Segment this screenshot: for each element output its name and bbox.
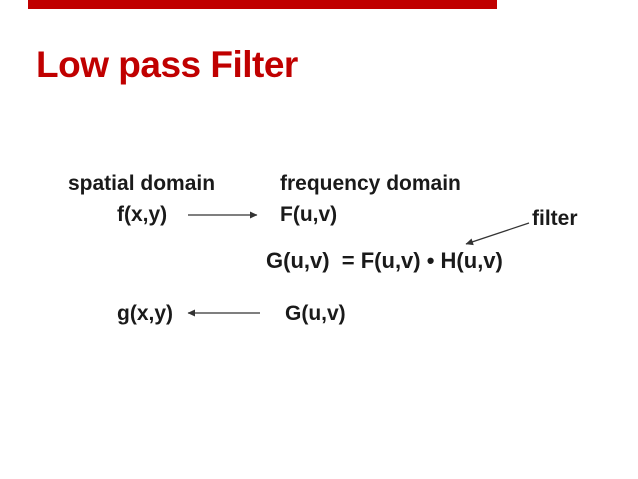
frequency-output-Fuv: F(u,v): [280, 203, 338, 226]
down-left-arrow-icon: [465, 222, 530, 246]
frequency-input-Guv: G(u,v): [285, 302, 346, 325]
filter-callout-label: filter: [532, 207, 578, 230]
spatial-domain-header: spatial domain: [68, 172, 216, 195]
spatial-output-gxy: g(x,y): [117, 302, 174, 325]
frequency-domain-header: frequency domain: [280, 172, 461, 195]
filtering-equation: G(u,v) = F(u,v) • H(u,v): [266, 248, 503, 273]
spatial-input-fxy: f(x,y): [117, 203, 168, 226]
top-accent-bar: [28, 0, 497, 9]
slide-title: Low pass Filter: [36, 44, 298, 85]
